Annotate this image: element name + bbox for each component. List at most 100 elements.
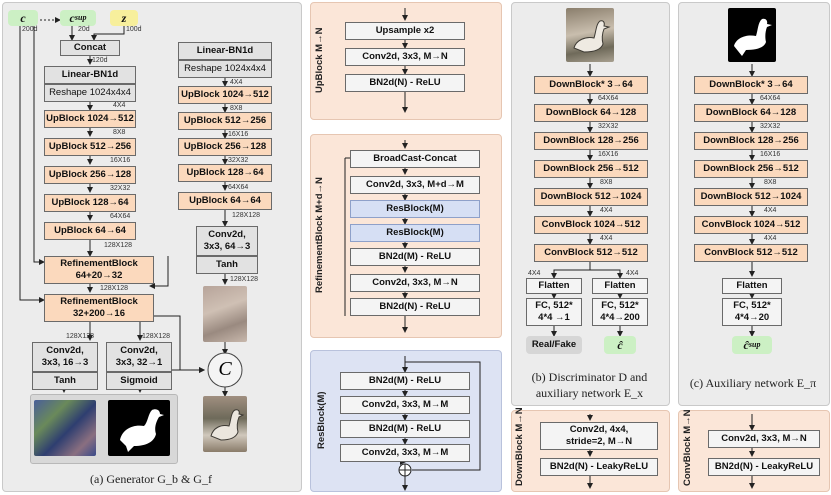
resblock-row-1: BN2d(M) - ReLU bbox=[340, 372, 470, 390]
gen-left-upblock-4: UpBlock 128→64 bbox=[44, 194, 136, 212]
c-hat-output: ĉ bbox=[604, 336, 636, 354]
aux-dim-5: 4X4 bbox=[764, 235, 777, 242]
aux-block-3: DownBlock 128→256 bbox=[694, 132, 808, 150]
bird-silhouette-icon bbox=[734, 18, 772, 56]
tanh-left: Tanh bbox=[32, 372, 98, 390]
dim-left-1: 8X8 bbox=[113, 129, 126, 136]
upblock-row-1: Upsample x2 bbox=[345, 22, 465, 40]
disc-dim-5: 4X4 bbox=[600, 235, 613, 242]
dim-right-0: 4X4 bbox=[230, 79, 243, 86]
disc-block-5: DownBlock 512→1024 bbox=[534, 188, 648, 206]
dim-left-2: 16X16 bbox=[110, 157, 131, 164]
disc-block-2: DownBlock 64→128 bbox=[534, 104, 648, 122]
dim-right-2: 16X16 bbox=[228, 131, 249, 138]
bird-icon bbox=[573, 20, 611, 53]
upblock-row-2: Conv2d, 3x3, M→N bbox=[345, 48, 465, 66]
convblock-label: ConvBlock M→N bbox=[682, 409, 693, 486]
linear-bn-left: Linear-BN1d bbox=[44, 66, 136, 84]
convblock-panel bbox=[678, 410, 830, 492]
composed-output-image bbox=[203, 396, 247, 452]
conv-mid: Conv2d, 3x3, 32→1 bbox=[106, 342, 172, 372]
refinement-block-2: RefinementBlock 32+200→16 bbox=[44, 294, 154, 322]
disc-block-1: DownBlock* 3→64 bbox=[534, 76, 648, 94]
dim-left-5: 128X128 bbox=[104, 242, 133, 249]
refine-row-5: BN2d(M) - ReLU bbox=[350, 248, 480, 266]
resblock-row-3: BN2d(M) - ReLU bbox=[340, 420, 470, 438]
upblock-row-3: BN2d(N) - ReLU bbox=[345, 74, 465, 92]
gen-left-upblock-3: UpBlock 256→128 bbox=[44, 166, 136, 184]
gen-left-upblock-2: UpBlock 512→256 bbox=[44, 138, 136, 156]
refine-row-6: Conv2d, 3x3, M→N bbox=[350, 274, 480, 292]
aux-block-5: DownBlock 512→1024 bbox=[694, 188, 808, 206]
input-c: c bbox=[8, 10, 38, 26]
dim-right-3: 32X32 bbox=[228, 157, 249, 164]
aux-block-4: DownBlock 256→512 bbox=[694, 160, 808, 178]
foreground-mask bbox=[108, 400, 170, 456]
resblock-label: ResBlock(M) bbox=[316, 391, 327, 449]
refine-resblock-1: ResBlock(M) bbox=[350, 200, 480, 218]
auxiliary-input-mask bbox=[728, 8, 776, 62]
dim-right-1: 8X8 bbox=[230, 105, 243, 112]
convblock-row-2: BN2d(N) - LeakyReLU bbox=[708, 458, 820, 476]
discriminator-caption-1: (b) Discriminator D and bbox=[531, 370, 648, 384]
dim-c: 200d bbox=[22, 26, 38, 33]
disc-block-4: DownBlock 256→512 bbox=[534, 160, 648, 178]
upblock-label: UpBlock M→N bbox=[314, 27, 325, 93]
aux-dim-1: 32X32 bbox=[760, 123, 781, 130]
refinement-label: RefinementBlock M+d→N bbox=[314, 177, 325, 293]
foreground-texture-image bbox=[203, 286, 247, 342]
resblock-row-2: Conv2d, 3x3, M→M bbox=[340, 396, 470, 414]
disc-dim-1: 32X32 bbox=[598, 123, 619, 130]
reshape-left: Reshape 1024x4x4 bbox=[44, 84, 136, 102]
refine-row-2: Conv2d, 3x3, M+d→M bbox=[350, 176, 480, 194]
aux-dim-3: 8X8 bbox=[764, 179, 777, 186]
downblock-row-2: BN2d(N) - LeakyReLU bbox=[540, 458, 658, 476]
real-fake-output: Real/Fake bbox=[526, 336, 582, 354]
dim-right-5: 128X128 bbox=[232, 212, 261, 219]
dim-left-3: 32X32 bbox=[110, 185, 131, 192]
dim-right-4: 64X64 bbox=[228, 184, 249, 191]
disc-flatten-right: Flatten bbox=[592, 278, 648, 294]
gen-right-upblock-4: UpBlock 128→64 bbox=[178, 164, 272, 182]
aux-block-2: DownBlock 64→128 bbox=[694, 104, 808, 122]
discriminator-caption-2: auxiliary network E_x bbox=[535, 386, 644, 400]
downblock-label: DownBlock M→N bbox=[514, 407, 525, 486]
refine-row-7: BN2d(N) - ReLU bbox=[350, 298, 480, 316]
aux-block-7: ConvBlock 512→512 bbox=[694, 244, 808, 262]
aux-block-6: ConvBlock 1024→512 bbox=[694, 216, 808, 234]
aux-dim-4: 4X4 bbox=[764, 207, 777, 214]
disc-dim-0: 64X64 bbox=[598, 95, 619, 102]
bird-silhouette-icon bbox=[120, 409, 164, 452]
dim-left-0: 4X4 bbox=[113, 102, 126, 109]
disc-branch-dim-left: 4X4 bbox=[528, 270, 541, 277]
gen-right-upblock-2: UpBlock 512→256 bbox=[178, 112, 272, 130]
gen-right-upblock-1: UpBlock 1024→512 bbox=[178, 86, 272, 104]
disc-flatten-left: Flatten bbox=[526, 278, 582, 294]
aux-flatten: Flatten bbox=[722, 278, 782, 294]
linear-bn-right: Linear-BN1d bbox=[178, 42, 272, 60]
disc-dim-2: 16X16 bbox=[598, 151, 619, 158]
disc-block-7: ConvBlock 512→512 bbox=[534, 244, 648, 262]
conv-left: Conv2d, 3x3, 16→3 bbox=[32, 342, 98, 372]
gen-left-upblock-5: UpBlock 64→64 bbox=[44, 222, 136, 240]
conv-right: Conv2d, 3x3, 64→3 bbox=[196, 226, 258, 256]
disc-block-3: DownBlock 128→256 bbox=[534, 132, 648, 150]
convblock-row-1: Conv2d, 3x3, M→N bbox=[708, 430, 820, 448]
disc-block-6: ConvBlock 1024→512 bbox=[534, 216, 648, 234]
aux-block-1: DownBlock* 3→64 bbox=[694, 76, 808, 94]
aux-fc: FC, 512* 4*4→20 bbox=[722, 298, 782, 326]
dim-c-sup: 20d bbox=[78, 26, 90, 33]
aux-dim-0: 64X64 bbox=[760, 95, 781, 102]
disc-fc-right: FC, 512* 4*4→200 bbox=[592, 298, 648, 326]
refine-resblock-2: ResBlock(M) bbox=[350, 224, 480, 242]
dim-z: 100d bbox=[126, 26, 142, 33]
gen-right-upblock-5: UpBlock 64→64 bbox=[178, 192, 272, 210]
concat-block: Concat bbox=[60, 40, 120, 56]
sigmoid-block: Sigmoid bbox=[106, 372, 172, 390]
tanh-right: Tanh bbox=[196, 256, 258, 274]
dim-right-out: 128X128 bbox=[230, 276, 259, 283]
disc-branch-dim-right: 4X4 bbox=[626, 270, 639, 277]
discriminator-input-image bbox=[566, 8, 614, 62]
